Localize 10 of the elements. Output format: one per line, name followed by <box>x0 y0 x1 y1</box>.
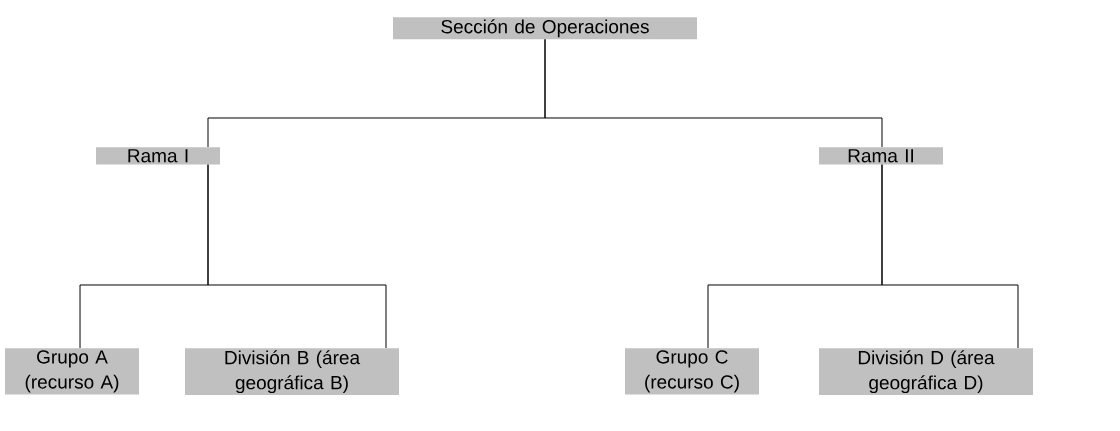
org-box: División B (área geográfica B) <box>185 348 399 396</box>
org-box: Grupo C (recurso C) <box>625 348 759 395</box>
org-box: Sección de Operaciones <box>393 17 697 40</box>
org-box: Grupo A (recurso A) <box>5 348 139 395</box>
connector-line <box>207 164 387 349</box>
org-box: División D (área geográfica D) <box>819 348 1033 396</box>
connector-line <box>544 38 883 148</box>
org-box: Rama I <box>96 147 220 165</box>
connector-line <box>881 164 1019 349</box>
org-box: Rama II <box>819 147 943 165</box>
